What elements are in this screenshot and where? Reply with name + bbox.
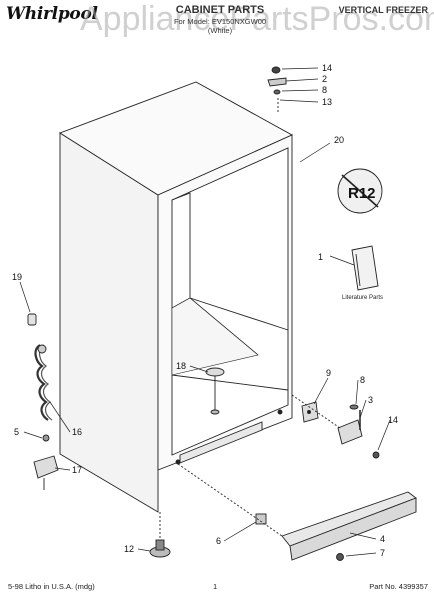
page-title: CABINET PARTS: [175, 4, 265, 16]
part-19-clip: [27, 313, 37, 326]
callout-5: 5: [14, 427, 19, 437]
callout-18: 18: [176, 361, 186, 371]
callout-4: 4: [380, 534, 385, 544]
callout-20: 20: [334, 135, 344, 145]
r12-badge: R12: [337, 168, 383, 214]
callout-9: 9: [326, 368, 331, 378]
bottom-hinge-parts: [291, 394, 380, 459]
callout-13: 13: [322, 97, 332, 107]
callout-7: 7: [380, 548, 385, 558]
cabinet-body: [58, 81, 294, 513]
grille-4: [177, 463, 417, 561]
callout-12: 12: [124, 544, 134, 554]
callout-numbers: 14 2 8 13 20 1 19 18 9 8 3 14 5 16 17 12…: [12, 63, 398, 558]
leveling-leg-18: [205, 367, 225, 415]
callout-17: 17: [72, 465, 82, 475]
callout-14-top: 14: [322, 63, 332, 73]
leader-lines: [19, 67, 391, 557]
screw-5: [42, 434, 50, 442]
model-subtitle: For Model: EV150NXGW00 (White): [150, 17, 290, 35]
callout-1: 1: [318, 252, 323, 262]
footer-litho-text: 5-98 Litho in U.S.A. (mdg): [8, 582, 95, 591]
screw-7: [336, 553, 344, 561]
callout-16: 16: [72, 427, 82, 437]
model-color: (White): [207, 26, 233, 35]
callout-14-right: 14: [388, 415, 398, 425]
callout-8-top: 8: [322, 85, 327, 95]
callout-19: 19: [12, 272, 22, 282]
model-number: For Model: EV150NXGW00: [173, 17, 267, 26]
r12-label: R12: [348, 185, 376, 202]
callout-6: 6: [216, 536, 221, 546]
leveling-foot-12: [149, 512, 171, 558]
clip-6: [255, 513, 267, 525]
bracket-17: [33, 455, 59, 490]
category-label: VERTICAL FREEZER: [338, 5, 428, 15]
literature-booklet-icon: [351, 245, 379, 291]
callout-3: 3: [368, 395, 373, 405]
coil-assembly-16: [34, 344, 53, 421]
footer-part-number: Part No. 4399357: [369, 582, 428, 591]
footer-page-number: 1: [213, 582, 218, 591]
callout-2: 2: [322, 74, 327, 84]
top-hinge-parts: [267, 66, 287, 112]
whirlpool-logo: Whirlpool: [6, 4, 98, 24]
callout-8-right: 8: [360, 375, 365, 385]
literature-parts-label: Literature Parts: [342, 295, 383, 301]
